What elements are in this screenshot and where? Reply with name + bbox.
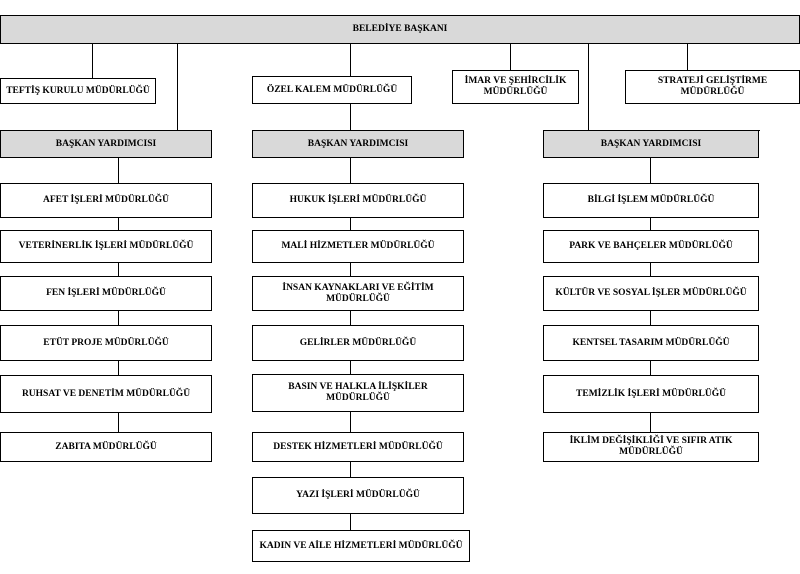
connector-line: [588, 44, 589, 130]
unit-box: ZABITA MÜDÜRLÜĞÜ: [0, 432, 212, 462]
connector-line: [177, 44, 178, 130]
connector-line: [510, 44, 511, 70]
strategy-box: STRATEJİ GELİŞTİRME MÜDÜRLÜĞÜ: [625, 70, 800, 104]
unit-label: KADIN VE AİLE HİZMETLERİ MÜDÜRLÜĞÜ: [259, 540, 463, 551]
unit-label: YAZI İŞLERİ MÜDÜRLÜĞÜ: [296, 490, 420, 500]
unit-label: KÜLTÜR VE SOSYAL İŞLER MÜDÜRLÜĞÜ: [555, 288, 747, 298]
unit-box: KÜLTÜR VE SOSYAL İŞLER MÜDÜRLÜĞÜ: [543, 276, 759, 311]
inspection-board-box: TEFTİŞ KURULU MÜDÜRLÜĞÜ: [0, 78, 156, 104]
unit-label: AFET İŞLERİ MÜDÜRLÜĞÜ: [43, 195, 169, 205]
unit-label: KENTSEL TASARIM MÜDÜRLÜĞÜ: [572, 337, 730, 348]
unit-label: VETERİNERLİK İŞLERİ MÜDÜRLÜĞÜ: [18, 241, 194, 251]
unit-label: PARK VE BAHÇELER MÜDÜRLÜĞÜ: [569, 241, 733, 251]
deputy-label: BAŞKAN YARDIMCISI: [600, 138, 702, 149]
unit-box: İNSAN KAYNAKLARI VE EĞİTİM MÜDÜRLÜĞÜ: [252, 276, 464, 311]
unit-box: DESTEK HİZMETLERİ MÜDÜRLÜĞÜ: [252, 432, 464, 462]
unit-box: RUHSAT VE DENETİM MÜDÜRLÜĞÜ: [0, 375, 212, 413]
unit-box: KENTSEL TASARIM MÜDÜRLÜĞÜ: [543, 325, 759, 361]
unit-box: TEMİZLİK İŞLERİ MÜDÜRLÜĞÜ: [543, 375, 759, 413]
unit-label: STRATEJİ GELİŞTİRME MÜDÜRLÜĞÜ: [657, 76, 768, 97]
unit-label: BASIN VE HALKLA İLİŞKİLER MÜDÜRLÜĞÜ: [288, 382, 428, 403]
unit-label: İMAR VE ŞEHİRCİLİK MÜDÜRLÜĞÜ: [464, 76, 567, 97]
zoning-box: İMAR VE ŞEHİRCİLİK MÜDÜRLÜĞÜ: [452, 70, 579, 104]
unit-box: ETÜT PROJE MÜDÜRLÜĞÜ: [0, 325, 212, 361]
unit-box: HUKUK İŞLERİ MÜDÜRLÜĞÜ: [252, 183, 464, 218]
unit-label: İKLİM DEĞİŞİKLİĞİ VE SIFIR ATIK MÜDÜRLÜĞ…: [569, 436, 733, 457]
deputy-label: BAŞKAN YARDIMCISI: [307, 138, 409, 149]
unit-box: GELİRLER MÜDÜRLÜĞÜ: [252, 325, 464, 361]
unit-box: FEN İŞLERİ MÜDÜRLÜĞÜ: [0, 276, 212, 311]
unit-box: AFET İŞLERİ MÜDÜRLÜĞÜ: [0, 183, 212, 218]
deputy-box: BAŞKAN YARDIMCISI: [543, 130, 759, 158]
unit-label: ZABITA MÜDÜRLÜĞÜ: [55, 441, 157, 452]
unit-label: MALİ HİZMETLER MÜDÜRLÜĞÜ: [281, 241, 435, 251]
connector-line: [687, 44, 688, 70]
unit-box: VETERİNERLİK İŞLERİ MÜDÜRLÜĞÜ: [0, 230, 212, 263]
unit-label: RUHSAT VE DENETİM MÜDÜRLÜĞÜ: [21, 388, 191, 399]
unit-label: GELİRLER MÜDÜRLÜĞÜ: [299, 337, 417, 348]
unit-label: FEN İŞLERİ MÜDÜRLÜĞÜ: [46, 288, 166, 298]
unit-box: İKLİM DEĞİŞİKLİĞİ VE SIFIR ATIK MÜDÜRLÜĞ…: [543, 432, 759, 462]
connector-line: [92, 44, 93, 78]
unit-box: MALİ HİZMETLER MÜDÜRLÜĞÜ: [252, 230, 464, 263]
deputy-box: BAŞKAN YARDIMCISI: [0, 130, 212, 158]
unit-label: ETÜT PROJE MÜDÜRLÜĞÜ: [43, 337, 169, 348]
mayor-label: BELEDİYE BAŞKANI: [352, 24, 448, 34]
connector-line: [350, 44, 351, 76]
unit-box: BASIN VE HALKLA İLİŞKİLER MÜDÜRLÜĞÜ: [252, 374, 464, 412]
unit-label: ÖZEL KALEM MÜDÜRLÜĞÜ: [266, 84, 398, 95]
connector-line: [350, 104, 351, 130]
unit-label: HUKUK İŞLERİ MÜDÜRLÜĞÜ: [289, 195, 427, 205]
unit-label: TEFTİŞ KURULU MÜDÜRLÜĞÜ: [6, 85, 150, 96]
unit-label: BİLGİ İŞLEM MÜDÜRLÜĞÜ: [587, 195, 715, 205]
deputy-box: BAŞKAN YARDIMCISI: [252, 130, 464, 158]
unit-label: TEMİZLİK İŞLERİ MÜDÜRLÜĞÜ: [576, 388, 726, 399]
unit-box: BİLGİ İŞLEM MÜDÜRLÜĞÜ: [543, 183, 759, 218]
unit-box: YAZI İŞLERİ MÜDÜRLÜĞÜ: [252, 477, 464, 514]
unit-box: KADIN VE AİLE HİZMETLERİ MÜDÜRLÜĞÜ: [252, 530, 470, 562]
deputy-label: BAŞKAN YARDIMCISI: [55, 138, 157, 149]
unit-label: İNSAN KAYNAKLARI VE EĞİTİM MÜDÜRLÜĞÜ: [282, 282, 434, 304]
unit-box: PARK VE BAHÇELER MÜDÜRLÜĞÜ: [543, 230, 759, 263]
mayor-box: BELEDİYE BAŞKANI: [0, 15, 800, 44]
unit-label: DESTEK HİZMETLERİ MÜDÜRLÜĞÜ: [273, 441, 443, 452]
private-office-box: ÖZEL KALEM MÜDÜRLÜĞÜ: [252, 76, 412, 104]
